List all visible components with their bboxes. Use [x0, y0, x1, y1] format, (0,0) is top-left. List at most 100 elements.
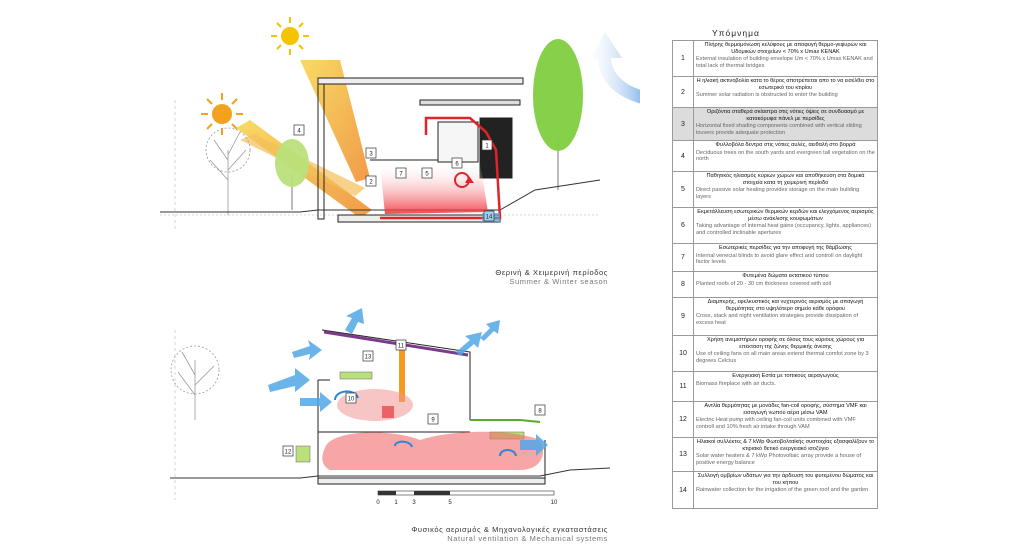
legend-greek-text: Οριζόντια σταθερά σκίαστρα στις νότιες ό… — [706, 109, 865, 122]
bottom-caption: Φυσικός αερισμός & Μηχανολογικές εγκατασ… — [380, 525, 608, 543]
legend-number: 2 — [672, 76, 694, 108]
north-wind-arrow — [588, 32, 665, 108]
legend-english-text: Direct passive solar heating provides st… — [696, 187, 860, 200]
legend-number: 6 — [672, 207, 694, 244]
heat-pump-unit — [295, 445, 311, 463]
legend-greek-text: Πλήρης θερμομόνωση κελύφους με αποφυγή θ… — [704, 42, 867, 55]
air-circulation-icon — [454, 172, 474, 188]
marker-label: 11 — [398, 344, 405, 350]
legend-number: 9 — [672, 297, 694, 336]
legend-greek-text: Εκμετάλλευση εσωτερικών θερμικών κερδών … — [697, 209, 874, 222]
legend-text-cell: Παθητικός ηλιασμός κύριων χώρων και αποθ… — [693, 171, 878, 208]
marker-1: 1 — [481, 139, 493, 151]
scale-label: 1 — [394, 500, 398, 506]
legend-number: 13 — [672, 437, 694, 472]
legend-row: 1 Πλήρης θερμομόνωση κελύφους με αποφυγή … — [672, 40, 878, 77]
bottom-section — [170, 308, 611, 500]
legend-number: 14 — [672, 471, 694, 509]
legend-greek-text: Ηλιακοί συλλέκτες & 7 kWp Φωτοβολταϊκής … — [696, 439, 875, 452]
top-caption-english: Summer & Winter season — [509, 277, 608, 286]
scale-label: 3 — [412, 500, 416, 506]
fan-coil-unit — [339, 371, 373, 380]
legend-english-text: Rainwater collection for the irrigation … — [696, 487, 869, 493]
marker-2: 2 — [365, 175, 377, 187]
legend-number: 10 — [672, 335, 694, 372]
legend-text-cell: Οριζόντια σταθερά σκίαστρα στις νότιες ό… — [693, 107, 878, 141]
legend-greek-text: Διαμπερής, εφελκυστικός και νυχτερινός α… — [707, 299, 864, 312]
legend-table: 1 Πλήρης θερμομόνωση κελύφους με αποφυγή … — [672, 40, 878, 509]
marker-7: 7 — [395, 167, 407, 179]
marker-label: 5 — [425, 172, 429, 178]
legend-english-text: Horizontal fixed shading components comb… — [696, 123, 862, 136]
marker-label: 2 — [369, 180, 373, 186]
legend-text-cell: Εκμετάλλευση εσωτερικών θερμικών κερδών … — [693, 207, 878, 244]
legend-english-text: Taking advantage of internal heat gains … — [696, 223, 871, 236]
scale-bar — [377, 490, 555, 496]
legend-greek-text: Χρήση ανεμιστήρων οροφής σε όλους τους κ… — [706, 337, 865, 350]
legend-greek-text: Παθητικός ηλιασμός κύριων χώρων και αποθ… — [706, 173, 865, 186]
legend-english-text: Cross, stack and night ventilation strat… — [696, 313, 858, 326]
legend-english-text: Solar water heaters & 7 kWp Photovoltaic… — [696, 453, 862, 466]
legend-text-cell: Η ηλιακή ακτινοβολία κατα το θέρος αποτρ… — [693, 76, 878, 108]
sun-icon — [271, 17, 309, 55]
legend-greek-text: Ενεργειακή Εστία με τοπικούς αεραγωγούς — [732, 373, 839, 379]
legend-english-text: Deciduous trees on the south yards and e… — [696, 149, 875, 163]
marker-12: 12 — [282, 445, 294, 457]
legend-english-text: Use of ceiling fans on all main areas ex… — [696, 351, 869, 364]
legend-text-cell: Πλήρης θερμομόνωση κελύφους με αποφυγή θ… — [693, 40, 878, 77]
marker-6: 6 — [451, 157, 463, 169]
scale-label: 0 — [376, 500, 380, 506]
marker-11: 11 — [395, 339, 407, 351]
ventilation-arrows — [268, 308, 548, 456]
legend-text-cell: Αντλία θερμότητας με μονάδες fan-coil ορ… — [693, 401, 878, 438]
legend-row: 10 Χρήση ανεμιστήρων οροφής σε όλους τους… — [672, 335, 878, 372]
legend-row: 11 Ενεργειακή Εστία με τοπικούς αεραγωγού… — [672, 371, 878, 402]
marker-label: 10 — [348, 397, 355, 403]
summer-tree-icon — [275, 139, 309, 210]
deciduous-tree-icon — [170, 345, 220, 420]
legend-english-text: Biomass fireplace with air ducts. — [696, 380, 776, 387]
top-section — [160, 17, 665, 230]
legend-english-text: Internal venecial blinds to avoid glare … — [696, 252, 863, 266]
legend-text-cell: Ηλιακοί συλλέκτες & 7 kWp Φωτοβολταϊκής … — [693, 437, 878, 472]
legend-greek-text: Φυλλοβόλα δέντρα στις νότιες αυλές, αειθ… — [715, 142, 856, 148]
marker-10: 10 — [345, 392, 357, 404]
marker-label: 3 — [369, 152, 373, 158]
marker-5: 5 — [421, 167, 433, 179]
legend-greek-text: Φυτεμένα δώματα εκτατικού τύπου — [742, 273, 829, 279]
building-section-bottom — [317, 329, 546, 485]
legend-title: Υπόμνημα — [712, 28, 760, 38]
bottom-caption-greek: Φυσικός αερισμός & Μηχανολογικές εγκατασ… — [411, 525, 608, 534]
marker-label: 1 — [485, 144, 489, 150]
evergreen-tree-icon — [533, 39, 583, 190]
top-caption: Θερινή & Χειμερινή περίοδος Summer & Win… — [420, 268, 608, 286]
scale-label: 5 — [448, 500, 452, 506]
legend-english-text: Electric Heat pump with ceiling fan-coil… — [696, 417, 856, 430]
legend-number: 8 — [672, 271, 694, 298]
marker-label: 12 — [285, 450, 292, 456]
legend-number: 11 — [672, 371, 694, 402]
legend-greek-text: Εσωτερικές περσίδες για την αποφυγή της … — [719, 245, 852, 251]
marker-4: 4 — [293, 124, 305, 136]
marker-8: 8 — [534, 404, 546, 416]
legend-number: 3 — [672, 107, 694, 141]
marker-3: 3 — [365, 147, 377, 159]
legend-text-cell: Χρήση ανεμιστήρων οροφής σε όλους τους κ… — [693, 335, 878, 372]
legend-number: 1 — [672, 40, 694, 77]
winter-heat-zone — [380, 162, 488, 214]
marker-9: 9 — [427, 413, 439, 425]
warm-air-zone — [322, 431, 544, 470]
legend-english-text: External insulation of building envelope… — [696, 56, 873, 69]
marker-label: 6 — [455, 162, 459, 168]
